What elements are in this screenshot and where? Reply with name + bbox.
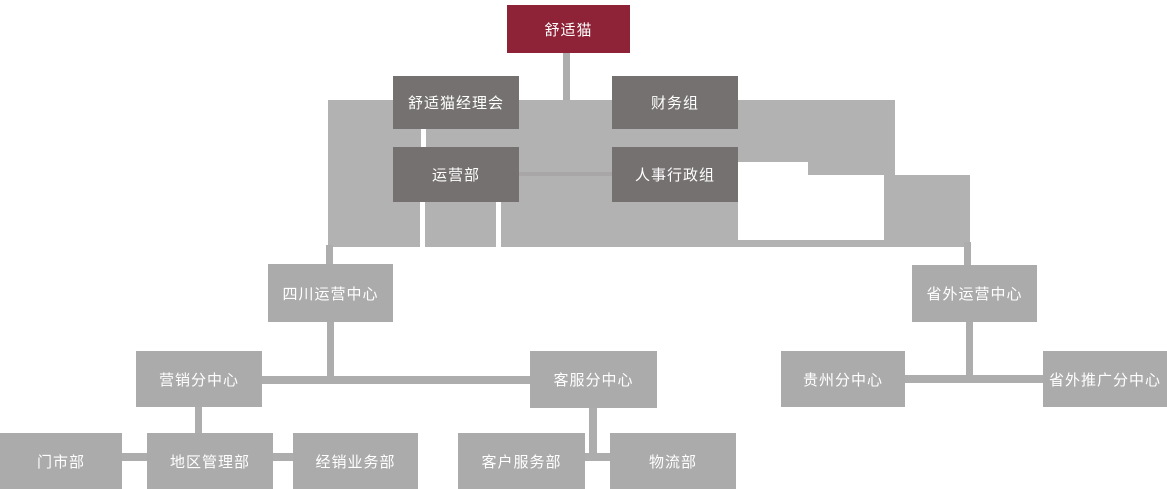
org-node-marketing-branch: 营销分中心 xyxy=(136,351,262,407)
org-node-store-dept: 门市部 xyxy=(0,433,122,489)
white-connector-operations-right xyxy=(496,202,501,247)
org-node-operations: 运营部 xyxy=(393,147,519,202)
connector-hline-left xyxy=(262,376,530,384)
band-block-right xyxy=(884,175,970,242)
connector-service-stub xyxy=(589,407,597,458)
org-node-root: 舒适猫 xyxy=(507,5,630,53)
band-top-right xyxy=(738,100,895,162)
connector-sichuan-top-stub xyxy=(326,245,333,266)
connector-sichuan-bottom-stub xyxy=(327,322,334,380)
org-node-service-branch: 客服分中心 xyxy=(530,351,657,408)
white-connector-council-operations xyxy=(421,129,426,147)
org-node-guizhou-branch: 贵州分中心 xyxy=(781,351,905,407)
connector-outer-bottom-stub xyxy=(966,322,973,378)
connector-operations-hradmin xyxy=(517,172,612,176)
connector-hline-right xyxy=(905,375,1043,383)
org-node-manager-council: 舒适猫经理会 xyxy=(393,76,519,129)
connector-customer-logistics xyxy=(585,453,610,461)
org-node-finance: 财务组 xyxy=(612,76,738,129)
org-node-outer-promo-branch: 省外推广分中心 xyxy=(1043,351,1167,407)
connector-root-stub xyxy=(563,53,570,100)
org-node-logistics-dept: 物流部 xyxy=(610,433,736,489)
connector-outer-top-stub xyxy=(964,242,971,266)
org-node-distribution-dept: 经销业务部 xyxy=(293,433,418,489)
band-step-right xyxy=(808,162,895,175)
org-node-hr-admin: 人事行政组 xyxy=(612,147,738,202)
org-node-outer-center: 省外运营中心 xyxy=(912,265,1037,322)
white-connector-operations-left xyxy=(420,202,425,247)
band-bottom-strip xyxy=(738,240,968,247)
org-node-sichuan-center: 四川运营中心 xyxy=(268,264,393,322)
connector-marketing-stub xyxy=(195,406,202,434)
connector-region-distribution xyxy=(273,453,293,461)
org-node-customer-service-dept: 客户服务部 xyxy=(458,433,585,489)
org-node-region-mgmt-dept: 地区管理部 xyxy=(147,433,273,489)
connector-store-region xyxy=(122,453,147,461)
